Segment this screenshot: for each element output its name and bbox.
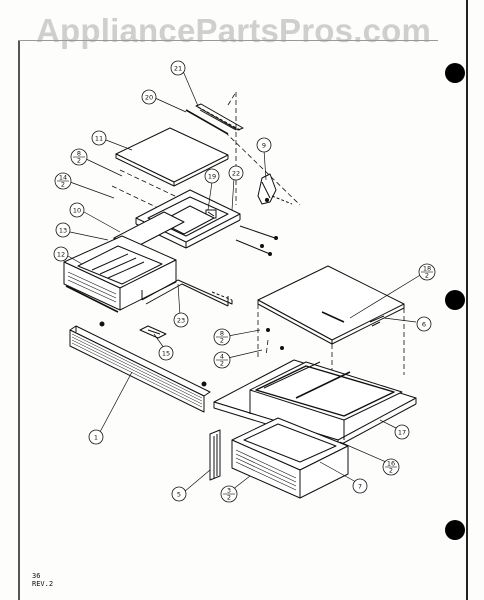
callout-11: 11 bbox=[91, 130, 107, 146]
callout-1: 1 bbox=[88, 429, 104, 445]
watermark: AppliancePartsPros.com bbox=[36, 12, 432, 49]
svg-text:5: 5 bbox=[177, 491, 181, 499]
binder-hole-middle bbox=[445, 290, 465, 310]
binder-hole-top bbox=[445, 63, 465, 83]
callout-19: 19 bbox=[204, 168, 220, 184]
callout-7: 7 bbox=[352, 478, 368, 494]
part-15-bracket bbox=[139, 325, 167, 339]
svg-text:8: 8 bbox=[220, 330, 224, 338]
page-border-right bbox=[466, 0, 468, 600]
svg-text:2: 2 bbox=[220, 337, 224, 345]
svg-text:2: 2 bbox=[389, 467, 393, 475]
svg-text:7: 7 bbox=[358, 483, 362, 491]
callout-4-2: 4 2 bbox=[213, 351, 231, 369]
svg-text:16: 16 bbox=[387, 460, 395, 468]
svg-text:4: 4 bbox=[220, 353, 224, 361]
svg-text:3: 3 bbox=[227, 487, 231, 495]
part-12-crisper-drawer bbox=[63, 235, 177, 313]
svg-text:17: 17 bbox=[398, 429, 406, 437]
svg-text:20: 20 bbox=[145, 94, 153, 102]
svg-text:8: 8 bbox=[77, 150, 81, 158]
callout-3-2: 3 2 bbox=[220, 485, 238, 503]
part-20-strip bbox=[185, 109, 229, 135]
callout-8-2: 8 2 bbox=[70, 148, 88, 166]
part-11-glass-shelf bbox=[115, 127, 229, 187]
callout-16-2: 16 2 bbox=[382, 458, 400, 476]
leader-lines bbox=[67, 70, 423, 493]
svg-text:22: 22 bbox=[232, 170, 240, 178]
svg-text:2: 2 bbox=[425, 272, 429, 280]
callout-12: 12 bbox=[53, 246, 69, 262]
svg-text:11: 11 bbox=[95, 135, 103, 143]
part-1-front-grille bbox=[69, 321, 211, 413]
svg-text:2: 2 bbox=[61, 181, 65, 189]
callout-9: 9 bbox=[256, 137, 272, 153]
callout-21: 21 bbox=[170, 60, 186, 76]
page-border-top bbox=[18, 40, 438, 41]
svg-text:23: 23 bbox=[177, 317, 185, 325]
svg-text:18: 18 bbox=[423, 265, 431, 273]
support-rods bbox=[235, 225, 278, 256]
callout-18-2: 18 2 bbox=[418, 263, 436, 281]
page-footer: 36 REV.2 bbox=[32, 572, 53, 588]
svg-text:9: 9 bbox=[262, 142, 266, 150]
svg-text:2: 2 bbox=[77, 157, 81, 165]
page-border-left bbox=[18, 40, 20, 600]
part-7-lower-drawer bbox=[231, 417, 349, 499]
callout-6: 6 bbox=[416, 316, 432, 332]
callout-20: 20 bbox=[141, 89, 157, 105]
hardware-screws bbox=[260, 244, 284, 350]
callout-labels: 21 20 11 8 2 14 2 bbox=[53, 60, 436, 503]
svg-text:19: 19 bbox=[208, 173, 216, 181]
callout-17: 17 bbox=[394, 424, 410, 440]
svg-text:15: 15 bbox=[162, 350, 170, 358]
binder-hole-bottom bbox=[445, 520, 465, 540]
callout-22: 22 bbox=[228, 165, 244, 181]
revision-label: REV.2 bbox=[32, 580, 54, 588]
part-21-trim-strip bbox=[195, 103, 244, 131]
callout-23: 23 bbox=[173, 312, 189, 328]
callout-15: 15 bbox=[158, 345, 174, 361]
callout-8-2-lower: 8 2 bbox=[213, 328, 231, 346]
page-number: 36 bbox=[32, 572, 41, 580]
svg-text:14: 14 bbox=[59, 174, 67, 182]
part-9-bracket bbox=[257, 173, 293, 205]
part-6-glass-shelf bbox=[257, 265, 405, 345]
svg-text:13: 13 bbox=[59, 227, 67, 235]
part-5-vertical-bracket bbox=[209, 429, 221, 481]
callout-13: 13 bbox=[55, 222, 71, 238]
svg-text:12: 12 bbox=[57, 251, 65, 259]
callout-14-2: 14 2 bbox=[54, 172, 72, 190]
part-23-drawer-frame bbox=[141, 279, 233, 307]
svg-text:2: 2 bbox=[220, 360, 224, 368]
callout-10: 10 bbox=[69, 202, 85, 218]
svg-text:21: 21 bbox=[174, 65, 182, 73]
svg-text:2: 2 bbox=[227, 494, 231, 502]
svg-text:1: 1 bbox=[94, 434, 98, 442]
svg-text:10: 10 bbox=[73, 207, 81, 215]
svg-text:6: 6 bbox=[422, 321, 426, 329]
callout-5: 5 bbox=[171, 486, 187, 502]
